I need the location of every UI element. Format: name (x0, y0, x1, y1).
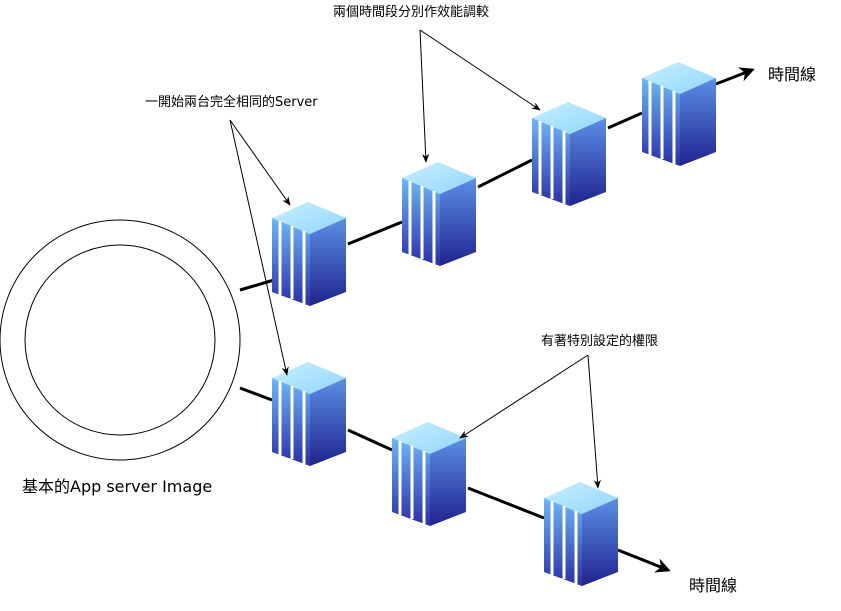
callout-tuning-arrows (419, 29, 541, 163)
label-permissions: 有著特別設定的權限 (541, 333, 658, 349)
arrow-icon (617, 548, 671, 573)
callout-identical-arrows (229, 119, 291, 376)
callout-permissions-arrows (459, 354, 601, 489)
server-icon (400, 160, 478, 268)
server-icon (270, 200, 348, 308)
label-timeline-bottom: 時間線 (689, 576, 737, 595)
label-timeline-top: 時間線 (768, 65, 816, 84)
server-icon (270, 360, 348, 468)
label-identical-servers: 一開始兩台完全相同的Server (145, 94, 318, 110)
label-base-image: 基本的App server Image (22, 477, 212, 496)
timeline-bottom (239, 386, 671, 573)
timeline-top (239, 67, 755, 292)
server-icon (390, 420, 468, 528)
server-icon (542, 480, 620, 588)
arrow-icon (715, 67, 755, 86)
label-tuning: 兩個時間段分別作效能調較 (333, 5, 489, 20)
server-icon (640, 60, 718, 168)
base-image-shape (0, 219, 241, 461)
server-icon (530, 100, 608, 208)
